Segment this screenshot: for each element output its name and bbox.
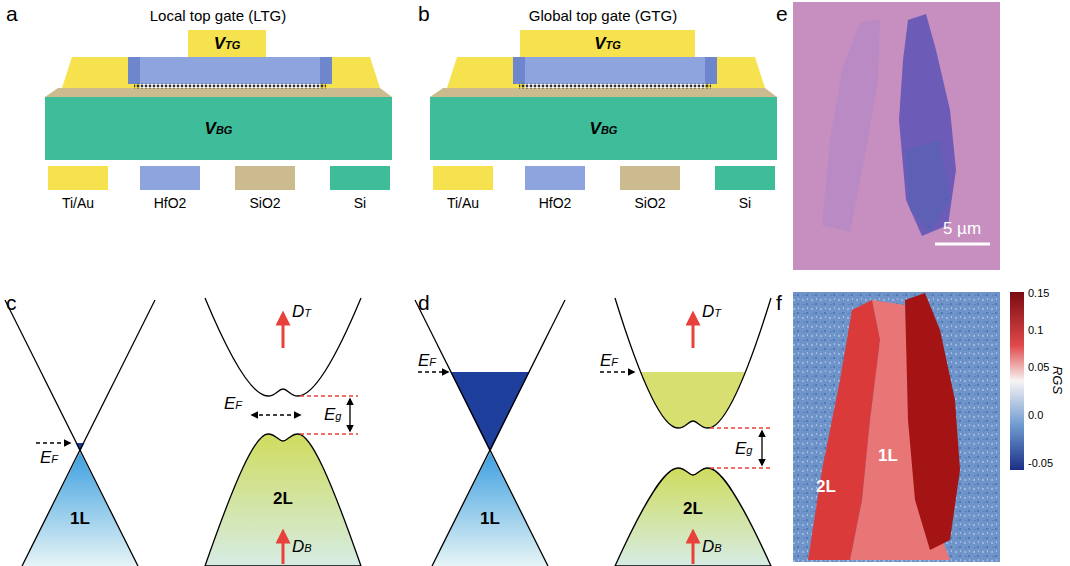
displacement-field: DT bbox=[292, 303, 311, 320]
device-stack bbox=[430, 57, 777, 97]
colorbar-title: RGS bbox=[1051, 366, 1064, 394]
panel-letter: b bbox=[418, 3, 430, 24]
legend-swatch bbox=[140, 166, 200, 190]
gate-electrode: VTG bbox=[188, 30, 266, 57]
legend-swatch bbox=[525, 166, 585, 190]
legend-item: Si bbox=[315, 166, 405, 210]
device-stack bbox=[45, 57, 392, 97]
voltage-label: VBG bbox=[590, 120, 618, 137]
gate-electrode: VTG bbox=[520, 30, 695, 57]
legend-text: Si bbox=[739, 196, 751, 210]
panel-title: Global top gate (GTG) bbox=[529, 8, 677, 23]
substrate: VBG bbox=[45, 97, 392, 160]
displacement-field: DB bbox=[702, 538, 722, 555]
scale-bar-label: 5 µm bbox=[943, 220, 981, 237]
legend-item: HfO2 bbox=[510, 166, 600, 210]
fermi-level: EF bbox=[224, 395, 242, 412]
legend-text: SiO2 bbox=[634, 196, 665, 210]
legend-swatch bbox=[715, 166, 775, 190]
colorbar-tick: 0.05 bbox=[1028, 362, 1049, 373]
band-gap: Eg bbox=[735, 440, 752, 457]
legend-text: Ti/Au bbox=[447, 196, 479, 210]
legend-item: Ti/Au bbox=[33, 166, 123, 210]
layer-label: 1L bbox=[878, 447, 898, 464]
optical-image bbox=[793, 2, 1000, 270]
colorbar-tick: 0.0 bbox=[1028, 410, 1043, 421]
panel-title: Local top gate (LTG) bbox=[150, 8, 286, 23]
legend-swatch bbox=[48, 166, 108, 190]
band-diagram bbox=[5, 298, 361, 566]
colorbar-tick: 0.15 bbox=[1028, 288, 1049, 299]
legend-text: HfO2 bbox=[539, 196, 572, 210]
fermi-level: EF bbox=[418, 352, 436, 369]
voltage-label: VBG bbox=[205, 120, 233, 137]
fermi-level: EF bbox=[600, 352, 618, 369]
band-gap: Eg bbox=[324, 406, 341, 423]
legend-item: Si bbox=[700, 166, 790, 210]
fermi-level: EF bbox=[40, 449, 58, 466]
legend-item: Ti/Au bbox=[418, 166, 508, 210]
legend-swatch bbox=[433, 166, 493, 190]
voltage-label: VTG bbox=[594, 35, 621, 52]
band-diagram bbox=[415, 298, 771, 566]
legend-item: HfO2 bbox=[125, 166, 215, 210]
legend-text: HfO2 bbox=[154, 196, 187, 210]
panel-letter: f bbox=[776, 292, 782, 313]
legend-text: Ti/Au bbox=[62, 196, 94, 210]
legend-swatch bbox=[235, 166, 295, 190]
legend-item: SiO2 bbox=[220, 166, 310, 210]
legend-text: SiO2 bbox=[249, 196, 280, 210]
panel-letter: d bbox=[418, 292, 430, 313]
displacement-field: DB bbox=[292, 538, 312, 555]
colorbar-tick: 0.1 bbox=[1028, 325, 1043, 336]
layer-label: 1L bbox=[70, 510, 90, 527]
substrate: VBG bbox=[430, 97, 777, 160]
panel-letter: c bbox=[6, 292, 17, 313]
colorbar-tick: -0.05 bbox=[1028, 458, 1053, 469]
layer-label: 1L bbox=[480, 510, 500, 527]
rgs-map bbox=[793, 292, 1024, 562]
voltage-label: VTG bbox=[214, 35, 241, 52]
layer-label: 2L bbox=[273, 490, 293, 507]
panel-letter: a bbox=[6, 3, 18, 24]
legend-swatch bbox=[330, 166, 390, 190]
layer-label: 2L bbox=[683, 500, 703, 517]
legend-text: Si bbox=[354, 196, 366, 210]
panel-letter: e bbox=[776, 3, 788, 24]
legend-swatch bbox=[620, 166, 680, 190]
displacement-field: DT bbox=[702, 303, 721, 320]
legend-item: SiO2 bbox=[605, 166, 695, 210]
layer-label: 2L bbox=[816, 478, 836, 495]
